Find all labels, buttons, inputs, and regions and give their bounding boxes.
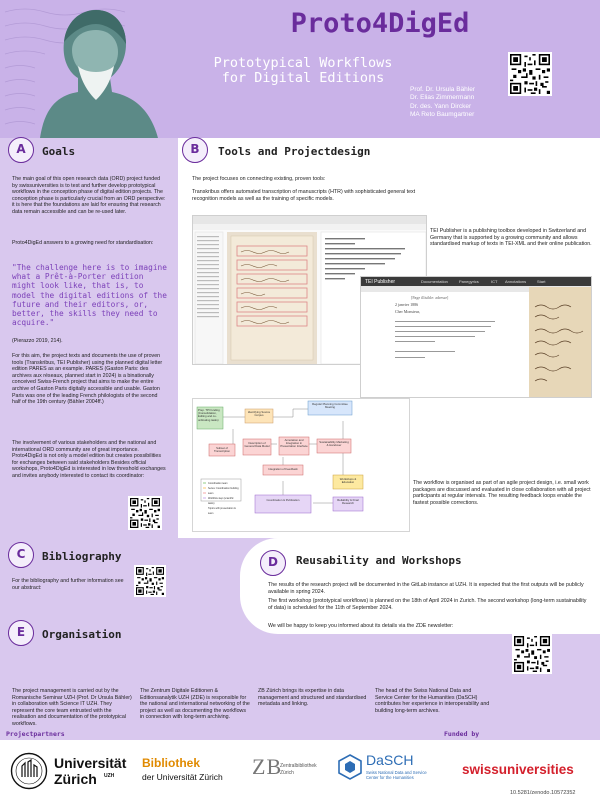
section-title-organisation: Organisation — [42, 628, 122, 641]
diagram-node: Sustainability Marketing & Handover — [319, 440, 349, 448]
tei-menu-item[interactable]: Panegyrics — [459, 278, 479, 284]
poster-subtitle: Prototypical Workflows for Digital Editi… — [213, 55, 393, 86]
goals-paragraph-2: Proto4DigEd answers to a growing need fo… — [12, 240, 154, 246]
tools-transkribus-text: Transkribus offers automated transcripti… — [192, 189, 416, 202]
goals-quote: "The challenge here is to imagine what a… — [12, 263, 167, 328]
bibliography-text: For the bibliography and further informa… — [12, 578, 124, 591]
qr-code-header[interactable] — [508, 52, 552, 96]
uzh-seal-icon — [10, 752, 48, 790]
funded-by-label: Funded by — [444, 730, 480, 738]
legend-item: Topics with presentation & team — [208, 507, 236, 515]
qr-code-newsletter[interactable] — [512, 634, 552, 674]
workflow-diagram: Prep. TPI funding (Consolidation, Editin… — [192, 398, 410, 532]
diagram-node: Annotation and Integration in Presentati… — [280, 438, 308, 449]
legend-item: Coordination team — [208, 482, 228, 485]
diagram-node: Reliability & Final Research — [337, 498, 359, 506]
author-name: Dr. Elias Zimmermann — [410, 94, 475, 102]
swissuniversities-logo: swissuniversities — [462, 762, 574, 777]
tools-intro: The project focuses on connecting existi… — [192, 176, 326, 182]
goals-paragraph-1: The main goal of this open research data… — [12, 176, 166, 215]
goals-quote-reference: (Pierazzo 2019, 214). — [12, 338, 63, 344]
uzh-logo-sup: UZH — [104, 773, 115, 779]
section-badge-e: E — [8, 620, 34, 646]
goals-paragraph-4: The involvement of various stakeholders … — [12, 440, 166, 479]
tei-letter-date: 2 janvier 1886 — [395, 302, 419, 307]
organisation-column-4: The head of the Swiss National Data and … — [375, 688, 490, 714]
zb-logo-line-2: Zürich — [280, 770, 294, 776]
dasch-logo-name: DaSCH — [366, 752, 414, 768]
section-title-bibliography: Bibliography — [42, 550, 122, 563]
uzh-logo-line-2: Zürich — [54, 771, 97, 787]
diagram-node: Prep. TPI funding (Consolidation, Editin… — [198, 408, 220, 422]
diagram-node: Subset of Transcription — [213, 446, 231, 454]
author-name: MA Reto Baumgartner — [410, 111, 475, 119]
tei-letter-body — [395, 321, 495, 358]
diagram-node: Workshops & Education — [339, 477, 357, 485]
tei-menu-item[interactable]: Documentation — [421, 278, 448, 284]
poster-title: Proto4DigEd — [290, 8, 470, 39]
uzh-logo-line-1: Universität — [54, 755, 127, 771]
section-badge-a: A — [8, 137, 34, 163]
doi-label[interactable]: 10.5281/zenodo.10572352 — [510, 790, 576, 796]
diagram-node: Integration of Feedback — [268, 467, 298, 471]
tei-logo: TEI Publisher — [365, 278, 396, 285]
reusability-paragraph-2: The first workshop (prototypical workflo… — [268, 598, 587, 611]
tei-menu-item[interactable]: ICT — [491, 278, 498, 284]
tei-publisher-screenshot: TEI Publisher Documentation Panegyrics I… — [360, 276, 592, 398]
qr-code-abstract[interactable] — [134, 565, 166, 597]
partner-logos-bar: Projectpartners Funded by Universität Zü… — [0, 730, 600, 800]
goals-paragraph-3: For this aim, the project texts and docu… — [12, 353, 163, 406]
section-title-tools: Tools and Projectdesign — [218, 145, 371, 158]
tei-toolbar — [361, 286, 591, 292]
ub-logo-line-1: Bibliothek — [142, 756, 201, 770]
diagram-node: Regular Planning Committee Meeting — [312, 402, 348, 410]
section-badge-c: C — [8, 542, 34, 568]
poster-header: Proto4DigEd Prototypical Workflows for D… — [0, 0, 600, 138]
zb-logo-line-1: Zentralbibliothek — [280, 763, 317, 769]
tools-workflow-text: The workflow is organised as part of an … — [413, 480, 591, 506]
author-name: Prof. Dr. Ursula Bähler — [410, 86, 476, 93]
section-badge-d: D — [260, 550, 286, 576]
reusability-paragraph-3: We will be happy to keep you informed ab… — [268, 623, 454, 629]
tools-tei-text: TEI Publisher is a publishing toolbox de… — [430, 228, 592, 248]
diagram-node: Identifying Source Corpus — [247, 410, 271, 418]
dasch-hexagon-icon — [338, 754, 362, 780]
section-badge-b: B — [182, 137, 208, 163]
diagram-node: Description of General Data Model — [244, 441, 270, 449]
tei-manuscript-image — [529, 287, 591, 397]
diagram-node: Coordination & Publication — [266, 498, 300, 502]
section-title-reusability: Reusability and Workshops — [296, 554, 462, 567]
legend-item: Workflow step (scientific tasks) — [208, 497, 234, 505]
tei-navbar: TEI Publisher Documentation Panegyrics I… — [361, 277, 591, 286]
portrait-illustration — [0, 0, 200, 138]
author-list: Prof. Dr. Ursula Bähler Dr. Elias Zimmer… — [410, 86, 506, 120]
tei-menu-item[interactable]: Annotations — [505, 278, 527, 284]
partners-label: Projectpartners — [6, 730, 65, 738]
tei-letter-note: [Page illisible: adresse] — [411, 295, 449, 300]
qr-code-coordinator[interactable] — [128, 496, 162, 530]
section-title-goals: Goals — [42, 145, 76, 158]
diagram-legend: Coordination team Series: Coordination b… — [208, 481, 240, 516]
organisation-column-3: ZB Zürich brings its expertise in data m… — [258, 688, 367, 708]
legend-item: Series: Coordination building team — [208, 487, 239, 495]
reusability-panel — [240, 538, 600, 634]
tei-menu-item[interactable]: Start — [537, 278, 546, 284]
organisation-column-2: The Zentrum Digitale Editionen & Edition… — [140, 688, 250, 721]
organisation-column-1: The project management is carried out by… — [12, 688, 132, 727]
ub-logo-line-2: der Universität Zürich — [142, 772, 223, 782]
author-name: Dr. des. Yann Dircker — [410, 102, 472, 110]
reusability-paragraph-1: The results of the research project will… — [268, 582, 584, 595]
dasch-logo-subtitle: Swiss National Data and Service Center f… — [366, 770, 427, 780]
tei-letter-salutation: Cher Monsieur, — [395, 309, 420, 314]
zb-logo-mark: ZB — [252, 754, 283, 779]
transkribus-screenshot — [192, 215, 427, 365]
